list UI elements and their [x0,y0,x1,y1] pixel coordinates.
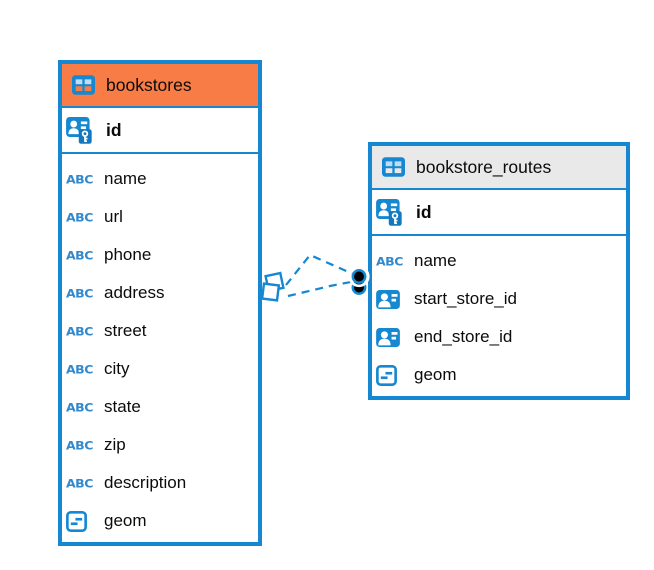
column-row-description[interactable]: ABC description [62,464,258,502]
column-row-street[interactable]: ABC street [62,312,258,350]
column-row-id[interactable]: id [62,108,258,154]
relationship-source-marker[interactable] [260,271,285,302]
relationship-line-2[interactable] [287,280,352,298]
column-name: url [104,207,123,226]
column-row-geom[interactable]: geom [62,502,258,540]
column-row-address[interactable]: ABC address [62,274,258,312]
column-name: zip [104,435,126,454]
column-name: state [104,397,141,416]
foreign-key-icon [376,328,408,347]
relationship-target-dot-front[interactable] [351,269,367,284]
column-name: start_store_id [414,289,517,308]
text-type-icon: ABC [66,362,93,376]
column-name: end_store_id [414,327,513,346]
column-name: geom [104,511,147,530]
text-type-icon: ABC [66,400,93,414]
column-row-zip[interactable]: ABC zip [62,426,258,464]
table-title: bookstore_routes [416,156,552,177]
text-type-icon: ABC [66,438,93,452]
column-name: description [104,473,187,492]
text-type-icon: ABC [66,248,93,262]
table-icon [72,75,96,95]
column-row-id[interactable]: id [372,190,626,236]
text-type-icon: ABC [66,476,93,490]
table-bookstores[interactable]: bookstores id ABC name ABC url ABC phone… [58,60,262,546]
column-name: geom [414,365,457,384]
primary-key-icon [376,199,408,226]
foreign-key-icon [376,290,408,309]
column-row-end-store-id[interactable]: end_store_id [372,318,626,356]
column-name: street [104,321,147,340]
text-type-icon: ABC [66,286,93,300]
column-row-city[interactable]: ABC city [62,350,258,388]
table-header-bookstores[interactable]: bookstores [62,64,258,108]
column-name: name [104,169,147,188]
column-name: phone [104,245,152,264]
table-header-bookstore-routes[interactable]: bookstore_routes [372,146,626,190]
column-name: city [104,359,130,378]
table-bookstore-routes[interactable]: bookstore_routes id ABC name start_store… [368,142,630,400]
text-type-icon: ABC [376,254,403,268]
column-name: id [106,119,122,140]
text-type-icon: ABC [66,172,93,186]
relationship-line-1[interactable] [285,253,353,286]
table-title: bookstores [106,74,192,95]
column-row-geom[interactable]: geom [372,356,626,394]
table-icon [382,157,406,177]
column-row-phone[interactable]: ABC phone [62,236,258,274]
geometry-type-icon [376,365,408,386]
column-row-name[interactable]: ABC name [62,160,258,198]
geometry-type-icon [66,511,98,532]
column-list: ABC name ABC url ABC phone ABC address A… [62,154,258,542]
column-row-start-store-id[interactable]: start_store_id [372,280,626,318]
column-name: name [414,251,457,270]
column-row-state[interactable]: ABC state [62,388,258,426]
column-name: address [104,283,165,302]
primary-key-icon [66,117,98,144]
column-row-url[interactable]: ABC url [62,198,258,236]
text-type-icon: ABC [66,210,93,224]
column-row-name[interactable]: ABC name [372,242,626,280]
column-name: id [416,201,432,222]
text-type-icon: ABC [66,324,93,338]
column-list: ABC name start_store_id end_store_id ge [372,236,626,396]
